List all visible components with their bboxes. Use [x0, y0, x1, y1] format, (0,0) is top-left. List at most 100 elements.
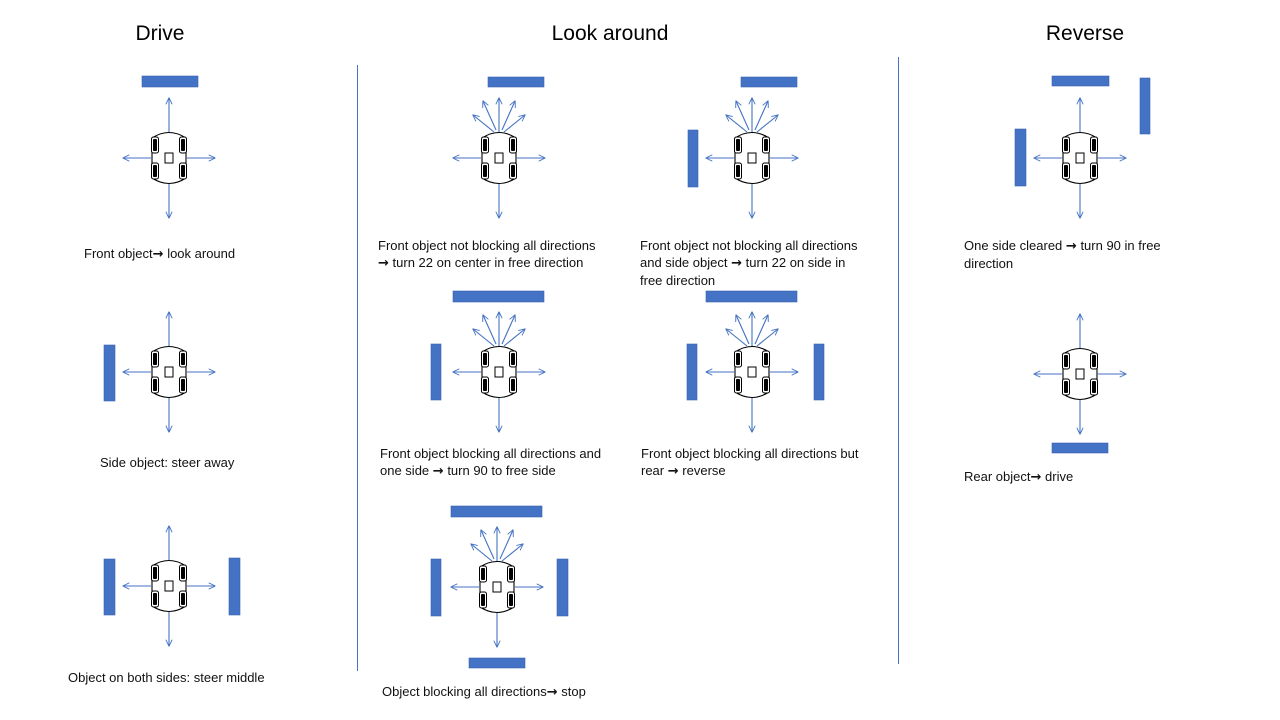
obstacle-block [430, 343, 442, 401]
arrow-front-left [483, 101, 497, 131]
arrow-front-wide-right [756, 115, 778, 133]
robot-chassis-notch [1075, 368, 1085, 380]
caption-rev-rear: Rear object→ drive [964, 469, 1074, 485]
wheel-tread [511, 139, 515, 151]
obstacle-block [228, 557, 241, 616]
robot-chassis-notch [1075, 152, 1085, 164]
obstacle-block [1051, 75, 1110, 87]
caption-drive-side: Side object: steer away [100, 455, 235, 470]
caption-rev-cleared: One side cleared → turn 90 in free direc… [964, 238, 1161, 271]
caption-drive-front: Front object→ look around [84, 246, 236, 262]
wheel-tread [736, 139, 740, 151]
arrow-front-wide-left [473, 329, 495, 347]
obstacle-block [687, 129, 699, 188]
obstacle-block [686, 343, 698, 401]
wheel-tread [481, 568, 485, 580]
arrow-front-wide-right [503, 115, 525, 133]
obstacle-block [740, 76, 798, 88]
robot-car-icon [451, 527, 543, 647]
robot-chassis-notch [164, 366, 174, 378]
divider-right [898, 57, 899, 664]
obstacle-block [452, 290, 545, 303]
arrow-front-wide-left [726, 329, 748, 347]
wheel-tread [181, 165, 185, 177]
right-arrow-icon: → [546, 685, 558, 700]
wheel-tread [1092, 381, 1096, 393]
robot-car-icon [123, 312, 215, 432]
obstacle-block [103, 558, 116, 616]
wheel-tread [764, 353, 768, 365]
robot-chassis-notch [494, 152, 504, 164]
wheel-tread [736, 353, 740, 365]
caption-look-side: Front object not blocking all directions… [640, 238, 858, 288]
wheel-tread [483, 139, 487, 151]
arrow-front-wide-right [756, 329, 778, 347]
wheel-tread [511, 353, 515, 365]
caption-drive-both: Object on both sides: steer middle [68, 670, 265, 685]
robot-chassis-notch [494, 366, 504, 378]
obstacle-block [103, 344, 116, 402]
obstacle-block [468, 657, 526, 669]
arrow-front-right [499, 530, 513, 560]
wheel-tread [181, 139, 185, 151]
arrow-front-left [736, 101, 750, 131]
obstacle-block [556, 558, 569, 617]
wheel-tread [1064, 139, 1068, 151]
robot-chassis-notch [747, 152, 757, 164]
arrow-front-wide-right [501, 544, 523, 562]
robot-chassis-notch [164, 152, 174, 164]
arrow-front-left [481, 530, 495, 560]
wheel-tread [481, 594, 485, 606]
obstacle-block [1139, 77, 1151, 135]
arrow-front-wide-left [726, 115, 748, 133]
obstacle-block [430, 558, 442, 617]
arrow-front-left [483, 315, 497, 345]
wheel-tread [483, 379, 487, 391]
wheel-tread [511, 165, 515, 177]
reverse-title: Reverse [1045, 22, 1125, 45]
wheel-tread [509, 568, 513, 580]
wheel-tread [1092, 355, 1096, 367]
arrow-front-wide-left [471, 544, 493, 562]
robot-car-icon [453, 98, 545, 218]
caption-look-stop: Object blocking all directions→ stop [382, 684, 586, 700]
wheel-tread [736, 379, 740, 391]
robot-car-icon [706, 98, 798, 218]
right-arrow-icon: → [1030, 470, 1042, 485]
arrow-front-right [501, 101, 515, 131]
wheel-tread [153, 165, 157, 177]
right-arrow-icon: → [152, 247, 164, 262]
wheel-tread [1064, 165, 1068, 177]
arrow-front-left [736, 315, 750, 345]
arrow-front-wide-right [503, 329, 525, 347]
wheel-tread [1092, 139, 1096, 151]
arrow-front-wide-left [473, 115, 495, 133]
obstacle-block [705, 290, 798, 303]
wheel-tread [153, 353, 157, 365]
caption-look-oneside: Front object blocking all directions and… [380, 446, 602, 479]
wheel-tread [1092, 165, 1096, 177]
wheel-tread [511, 379, 515, 391]
obstacle-block [450, 505, 543, 518]
caption-look-center: Front object not blocking all directions… [378, 238, 596, 271]
right-arrow-icon: → [378, 256, 389, 271]
look-around-title: Look around [551, 22, 669, 45]
robot-car-icon [453, 312, 545, 432]
obstacle-block [141, 75, 199, 88]
robot-car-icon [706, 312, 798, 432]
robot-chassis-notch [164, 580, 174, 592]
arrow-front-right [754, 315, 768, 345]
wheel-tread [153, 567, 157, 579]
robot-car-icon [1034, 314, 1126, 434]
right-arrow-icon: → [432, 464, 444, 479]
wheel-tread [153, 139, 157, 151]
obstacle-block [813, 343, 825, 401]
wheel-tread [764, 379, 768, 391]
wheel-tread [764, 139, 768, 151]
wheel-tread [1064, 355, 1068, 367]
robot-chassis-notch [747, 366, 757, 378]
wheel-tread [483, 353, 487, 365]
wheel-tread [736, 165, 740, 177]
obstacle-block [1051, 442, 1109, 454]
